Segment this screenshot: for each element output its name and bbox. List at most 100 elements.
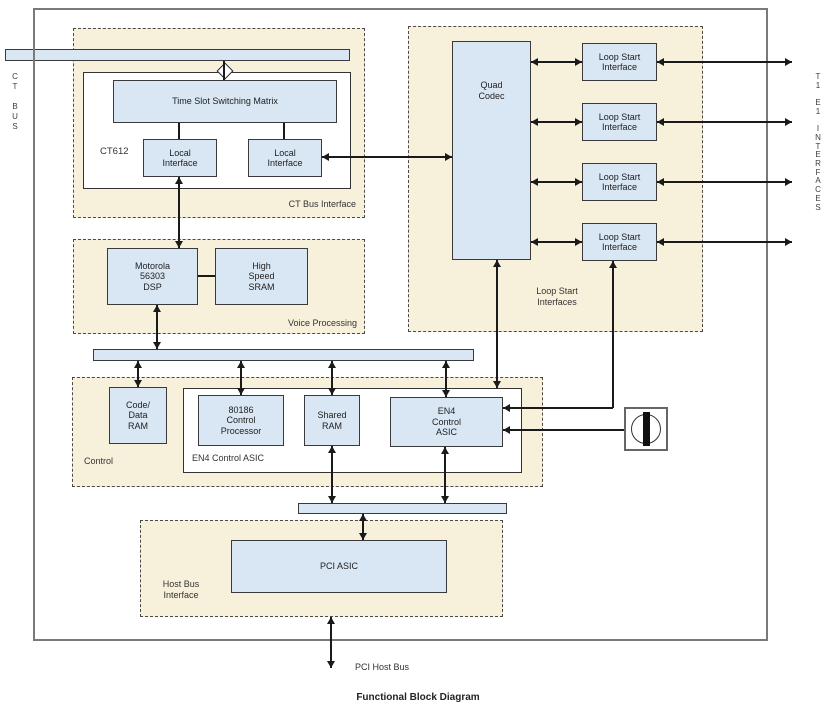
arrowhead-u-icon: [493, 260, 501, 267]
arrowhead-d-icon: [359, 533, 367, 540]
block-local-interface-left: Local Interface: [143, 139, 217, 177]
arrowhead-u-icon: [441, 447, 449, 454]
ct612-chip-label: CT612: [100, 146, 129, 157]
block-loop-start-interface-3: Loop Start Interface: [582, 163, 657, 201]
ct-bus-vertical-label: C T B U S: [12, 72, 18, 131]
arrowhead-l-icon: [531, 58, 538, 66]
arrowhead-l-icon: [503, 426, 510, 434]
en4-control-asic-outline-label: EN4 Control ASIC: [192, 453, 265, 463]
connector-line: [198, 275, 215, 277]
arrowhead-r-icon: [785, 118, 792, 126]
arrowhead-u-icon: [442, 361, 450, 368]
connector-line: [330, 617, 332, 668]
arrowhead-d-icon: [237, 388, 245, 395]
arrowhead-l-icon: [657, 58, 664, 66]
arrowhead-d-icon: [328, 496, 336, 503]
arrowhead-u-icon: [359, 514, 367, 521]
block-loop-start-interface-4: Loop Start Interface: [582, 223, 657, 261]
connector-line: [362, 514, 364, 540]
connector-line: [657, 241, 792, 243]
arrowhead-l-icon: [657, 238, 664, 246]
arrowhead-d-icon: [134, 380, 142, 387]
block-motorola-dsp: Motorola 56303 DSP: [107, 248, 198, 305]
connector-line: [137, 361, 139, 387]
block-code-data-ram: Code/ Data RAM: [109, 387, 167, 444]
connector-line: [496, 260, 498, 388]
block-shared-ram: Shared RAM: [304, 395, 360, 446]
connector-line: [444, 447, 446, 503]
block-high-speed-sram: High Speed SRAM: [215, 248, 308, 305]
block-loop-start-interface-2: Loop Start Interface: [582, 103, 657, 141]
arrowhead-u-icon: [153, 305, 161, 312]
block-80186-control-processor: 80186 Control Processor: [198, 395, 284, 446]
arrowhead-r-icon: [575, 238, 582, 246]
block-time-slot-switching-matrix: Time Slot Switching Matrix: [113, 80, 337, 123]
arrowhead-r-icon: [575, 58, 582, 66]
arrowhead-l-icon: [531, 178, 538, 186]
oscillator-crystal-bar: [642, 412, 650, 446]
ct-bus-bar: [5, 49, 350, 61]
pci-host-bus-label: PCI Host Bus: [355, 662, 410, 672]
arrowhead-l-icon: [322, 153, 329, 161]
arrowhead-d-icon: [441, 496, 449, 503]
arrowhead-u-icon: [328, 446, 336, 453]
connector-line: [657, 181, 792, 183]
oscillator-circle: [631, 412, 661, 446]
connector-line: [445, 361, 447, 397]
arrowhead-u-icon: [327, 617, 335, 624]
block-loop-start-interface-1: Loop Start Interface: [582, 43, 657, 81]
group-label-voice-processing: Voice Processing: [287, 317, 357, 328]
arrowhead-u-icon: [175, 177, 183, 184]
arrowhead-u-icon: [328, 361, 336, 368]
connector-line: [178, 177, 180, 248]
arrowhead-d-icon: [442, 390, 450, 397]
arrowhead-l-icon: [657, 178, 664, 186]
board-outline: [33, 8, 768, 641]
connector-line: [322, 156, 452, 158]
oscillator-icon: [624, 407, 668, 451]
connector-line: [240, 361, 242, 395]
host-bus-bar: [298, 503, 507, 514]
arrowhead-u-icon: [237, 361, 245, 368]
connector-line: [657, 121, 792, 123]
arrowhead-r-icon: [445, 153, 452, 161]
arrowhead-d-icon: [328, 388, 336, 395]
local-bus-bar: [93, 349, 474, 361]
arrowhead-d-icon: [153, 342, 161, 349]
group-label-loop-start-interfaces: Loop Start Interfaces: [536, 286, 578, 307]
connector-line: [612, 261, 614, 408]
arrowhead-l-icon: [503, 404, 510, 412]
arrowhead-u-icon: [609, 261, 617, 268]
arrowhead-d-icon: [327, 661, 335, 668]
arrowhead-r-icon: [785, 178, 792, 186]
arrowhead-r-icon: [785, 58, 792, 66]
connector-line: [503, 407, 613, 409]
t1-e1-interfaces-vertical-label: T 1 E 1 I N T E R F A C E S: [815, 72, 821, 212]
connector-line: [531, 61, 582, 63]
connector-line: [531, 241, 582, 243]
group-label-control: Control: [84, 456, 114, 466]
arrowhead-r-icon: [575, 118, 582, 126]
connector-line: [331, 361, 333, 395]
arrowhead-d-icon: [175, 241, 183, 248]
arrowhead-l-icon: [531, 118, 538, 126]
arrowhead-l-icon: [657, 118, 664, 126]
connector-line: [223, 61, 225, 80]
arrowhead-r-icon: [785, 238, 792, 246]
block-en4-control-asic: EN4 Control ASIC: [390, 397, 503, 447]
connector-line: [503, 429, 624, 431]
group-label-ct-bus-interface: CT Bus Interface: [288, 198, 356, 209]
block-local-interface-right: Local Interface: [248, 139, 322, 177]
connector-line: [331, 446, 333, 503]
arrowhead-l-icon: [531, 238, 538, 246]
arrowhead-d-icon: [493, 381, 501, 388]
diagram-title: Functional Block Diagram: [356, 692, 480, 703]
block-pci-asic: PCI ASIC: [231, 540, 447, 593]
group-label-host-bus-interface: Host Bus Interface: [162, 579, 200, 600]
block-quad-codec: Quad Codec: [452, 41, 531, 260]
connector-line: [657, 61, 792, 63]
arrowhead-r-icon: [575, 178, 582, 186]
connector-line: [531, 121, 582, 123]
connector-line: [156, 305, 158, 349]
